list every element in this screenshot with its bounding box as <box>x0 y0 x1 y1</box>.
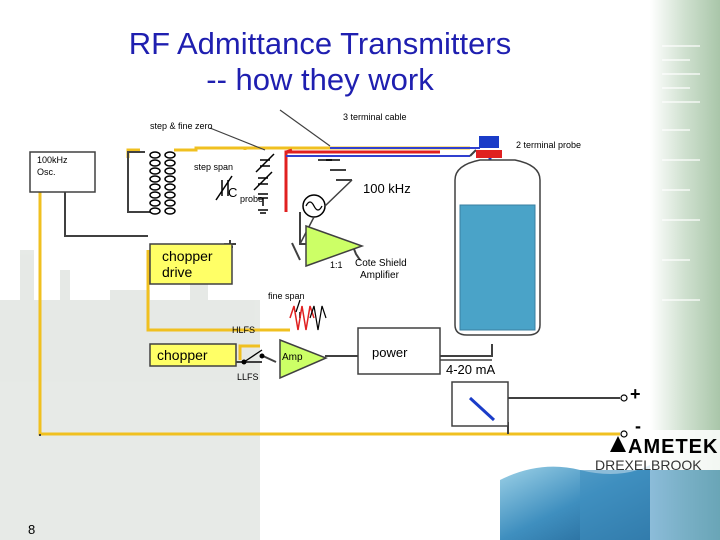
amp-triangle <box>279 338 328 380</box>
label-cote-shield-line2: Amplifier <box>360 270 399 281</box>
title-line1: RF Admittance Transmitters <box>128 26 512 61</box>
label-osc-line1: 100kHz <box>37 155 68 165</box>
label-step-span: step span <box>194 162 234 172</box>
label-hlfs: HLFS <box>232 325 256 335</box>
label-amp: Amp <box>282 352 303 363</box>
label-minus: - <box>635 416 641 436</box>
background-refinery <box>0 250 260 540</box>
label-llfs: LLFS <box>237 372 259 382</box>
probe-head <box>479 136 499 148</box>
terminal-plus <box>620 394 628 402</box>
label-output: 4-20 mA <box>446 362 496 377</box>
label-c: C <box>228 185 238 200</box>
chopper-drive-box <box>149 243 233 285</box>
page-number: 8 <box>28 522 36 537</box>
wires-cable <box>284 148 477 212</box>
chopper-box <box>149 343 237 367</box>
label-100khz: 100 kHz <box>363 181 411 196</box>
fine-span-resistor <box>289 305 315 331</box>
label-chopper: chopper <box>157 347 208 363</box>
oscillator-box <box>29 151 96 193</box>
label-osc-line2: Osc. <box>37 167 56 177</box>
meter-box <box>451 381 509 427</box>
label-fine-span: fine span <box>268 291 305 301</box>
power-box <box>357 327 441 375</box>
label-two-terminal-probe: 2 terminal probe <box>516 140 582 150</box>
capacitor-icons <box>215 153 275 206</box>
probe-flange <box>476 150 502 158</box>
terminal-minus <box>620 430 628 438</box>
side-panel-stripes <box>662 45 700 301</box>
cote-shield-amplifier <box>305 224 365 268</box>
label-plus: + <box>630 384 641 404</box>
label-three-terminal-cable: 3 terminal cable <box>343 112 407 122</box>
label-power: power <box>372 345 408 360</box>
meter-needle <box>468 396 496 422</box>
label-chopper-drive-line2: drive <box>162 264 193 280</box>
switch-dot-right <box>259 353 265 359</box>
label-probe: probe <box>240 194 264 204</box>
logo-sub: DREXELBROOK <box>595 457 702 473</box>
ametek-logo-mark <box>610 436 626 452</box>
logo-brand: AMETEK <box>628 436 719 458</box>
tank-liquid <box>459 204 536 331</box>
transformer-icon <box>149 151 176 215</box>
leader-three-terminal <box>279 109 331 147</box>
label-step-fine-zero: step & fine zero <box>150 121 213 131</box>
label-chopper-drive-line1: chopper <box>162 248 213 264</box>
label-ratio: 1:1 <box>330 260 343 270</box>
label-cote-shield-line1: Cote Shield <box>355 258 407 269</box>
leader-step-zero <box>209 127 266 151</box>
wave-image-right <box>580 470 720 540</box>
title-line2: -- how they work <box>206 62 434 97</box>
